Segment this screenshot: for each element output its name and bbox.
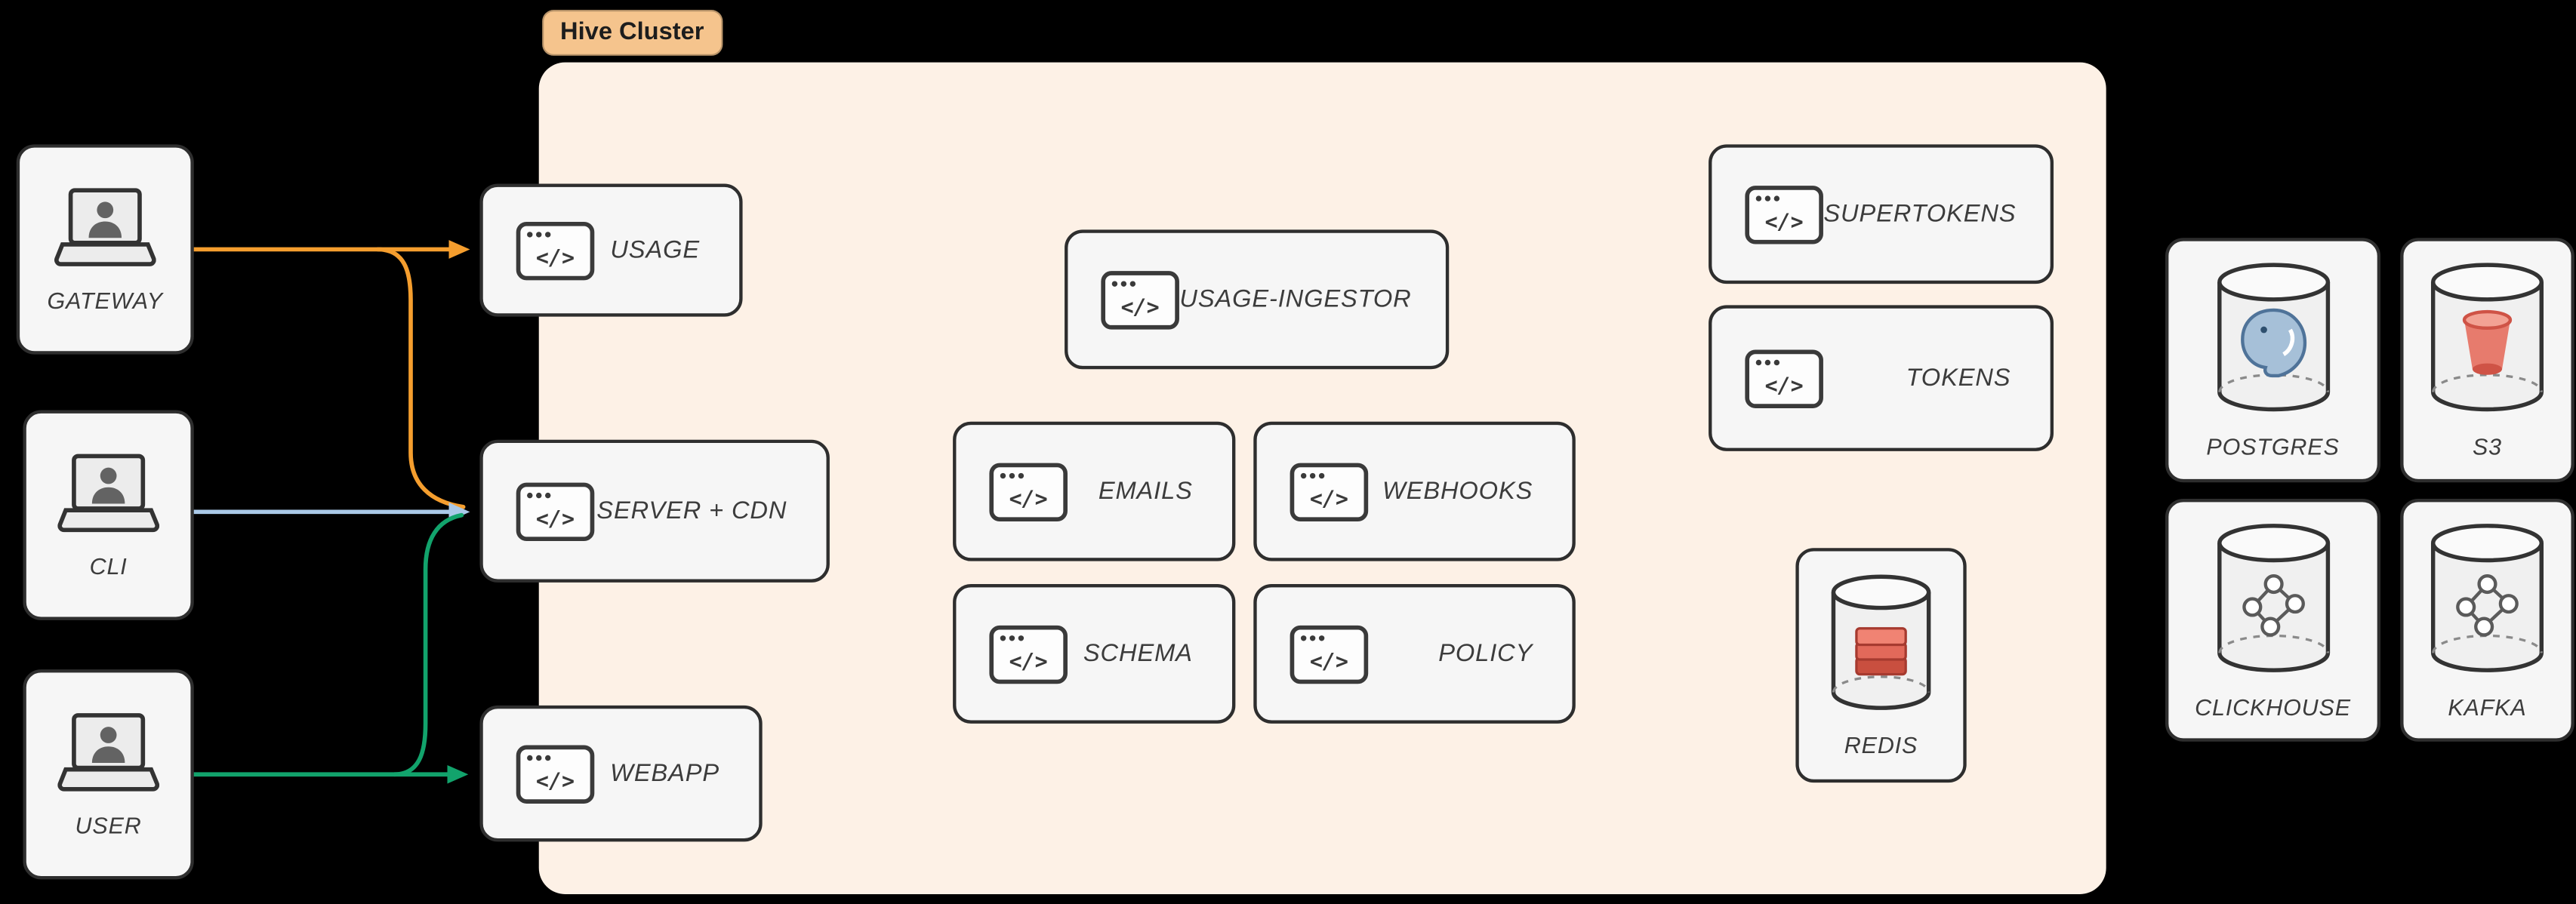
browser-code-icon: </> [1745,349,1823,407]
node-label: CLICKHOUSE [2195,693,2351,720]
browser-code-icon: </> [516,481,595,540]
browser-code-icon: </> [516,744,595,803]
svg-text:</>: </> [1310,648,1348,673]
node-label: SERVER + CDN [596,497,787,525]
browser-code-icon: </> [989,624,1068,684]
node-schema: </> SCHEMA [953,584,1236,724]
node-label: POLICY [1438,639,1533,668]
laptop-user-icon [57,452,160,534]
node-label: S3 [2472,432,2503,460]
node-usage-ingestor: </> USAGE-INGESTOR [1065,229,1450,370]
laptop-user-icon [57,712,160,794]
svg-text:</>: </> [1009,648,1048,673]
postgres-cylinder-icon [2204,261,2342,415]
browser-code-icon: </> [516,220,595,280]
node-label: SCHEMA [1083,639,1193,668]
node-label: TOKENS [1906,364,2011,392]
node-policy: </> POLICY [1253,584,1576,724]
edge-gateway-servercdn [375,247,466,509]
node-kafka: KAFKA [2400,498,2574,742]
node-redis: REDIS [1795,548,1967,783]
node-label: CLI [89,552,128,579]
node-tokens: </> TOKENS [1709,305,2054,451]
browser-code-icon: </> [1101,270,1179,329]
graph-cylinder-icon [2418,521,2556,675]
node-label: USAGE-INGESTOR [1179,285,1412,314]
edge-user-servercdn [392,512,464,777]
node-cli: CLI [23,410,194,620]
node-label: POSTGRES [2206,432,2340,460]
node-emails: </> EMAILS [953,421,1236,561]
node-usage: </> USAGE [479,183,743,317]
node-label: KAFKA [2448,693,2527,720]
browser-code-icon: </> [1745,185,1823,244]
node-label: WEBAPP [610,759,720,788]
node-user: USER [23,669,194,880]
browser-code-icon: </> [1290,624,1369,684]
node-gateway: GATEWAY [16,144,194,355]
svg-text:</>: </> [1765,373,1804,398]
node-supertokens: </> SUPERTOKENS [1709,144,2054,284]
node-label: GATEWAY [47,286,163,313]
svg-text:</>: </> [1310,486,1348,511]
svg-text:</>: </> [536,768,575,793]
node-label: USAGE [610,236,700,265]
svg-text:</>: </> [536,244,575,269]
svg-text:</>: </> [1765,208,1804,233]
svg-text:</>: </> [1009,486,1048,511]
svg-text:</>: </> [536,506,575,530]
laptop-user-icon [54,186,156,269]
node-s3: S3 [2400,238,2574,483]
node-label: REDIS [1844,731,1918,758]
s3-bucket-cylinder-icon [2418,261,2556,415]
node-label: WEBHOOKS [1382,477,1533,506]
node-label: USER [75,811,142,838]
node-webapp: </> WEBAPP [479,705,763,842]
node-label: SUPERTOKENS [1823,200,2017,229]
node-clickhouse: CLICKHOUSE [2165,498,2381,742]
node-postgres: POSTGRES [2165,238,2381,483]
browser-code-icon: </> [1290,462,1369,521]
node-webhooks: </> WEBHOOKS [1253,421,1576,561]
redis-stack-cylinder-icon [1820,573,1942,714]
cluster-badge: Hive Cluster [542,10,723,56]
node-server-cdn: </> SERVER + CDN [479,439,830,583]
svg-text:</>: </> [1121,294,1160,318]
browser-code-icon: </> [989,462,1068,521]
graph-cylinder-icon [2204,521,2342,675]
node-label: EMAILS [1098,477,1193,506]
